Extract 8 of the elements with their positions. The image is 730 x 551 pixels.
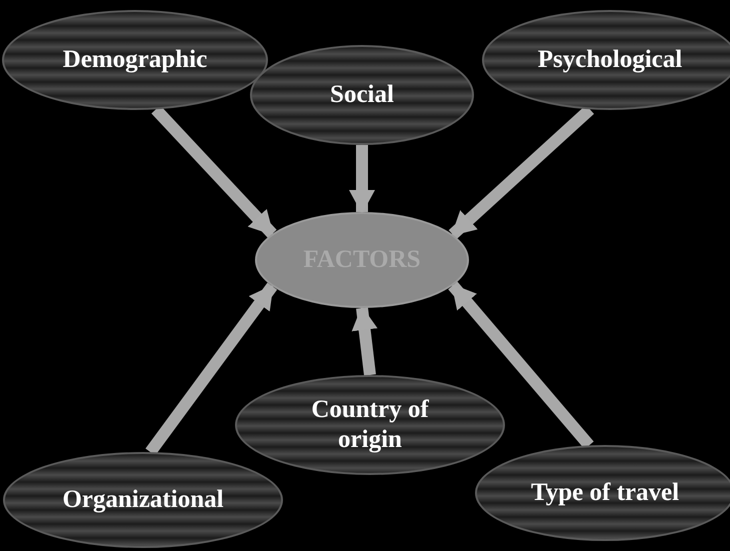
node-label: Type of travel bbox=[530, 478, 680, 508]
node-label: Social bbox=[330, 80, 394, 110]
arrow bbox=[349, 145, 375, 214]
node-label: Psychological bbox=[538, 45, 682, 75]
node-label: Demographic bbox=[62, 45, 208, 75]
arrow bbox=[352, 306, 378, 376]
node-label: Country of origin bbox=[310, 395, 430, 455]
node-label: Organizational bbox=[62, 485, 224, 515]
